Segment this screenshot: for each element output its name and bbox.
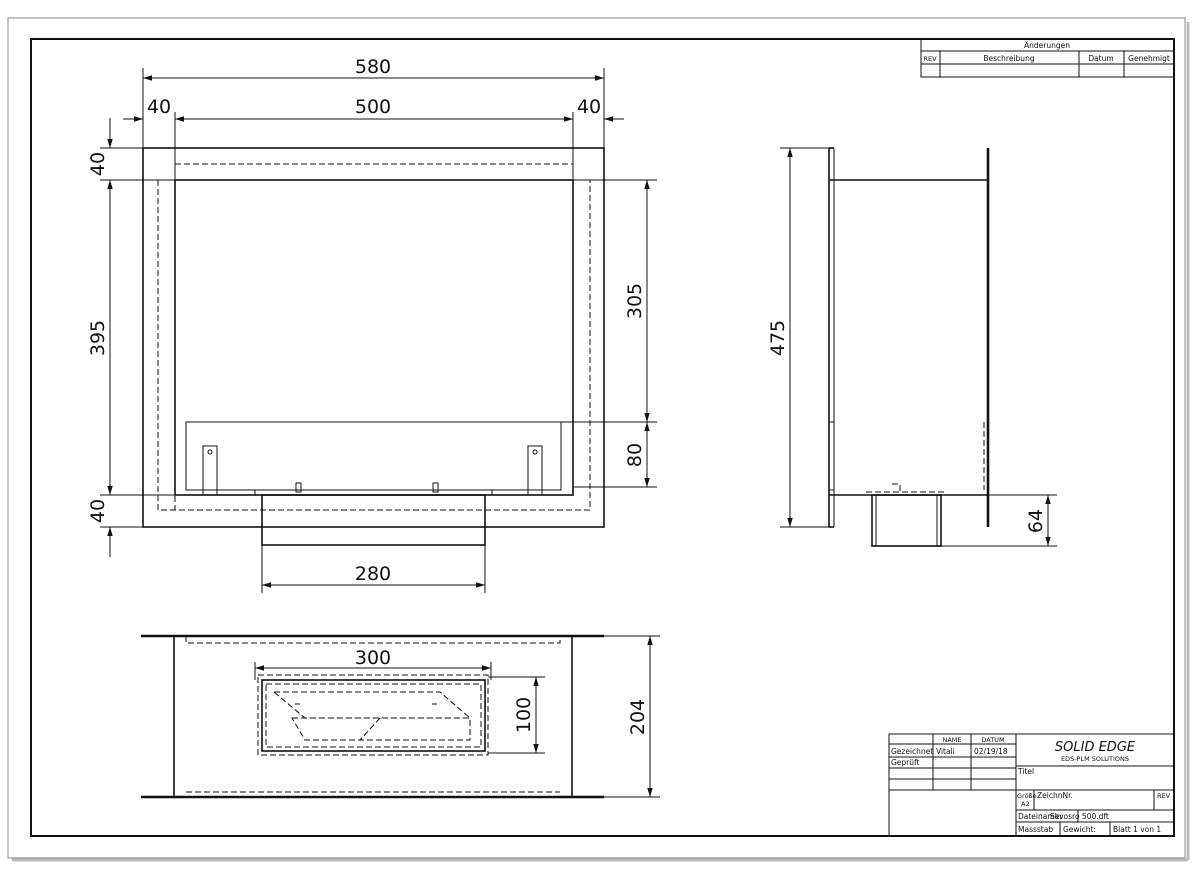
revision-col-date: Datum — [1088, 54, 1113, 63]
top-view-dimensions: 300 100 204 — [254, 635, 660, 798]
dim-top-opening-depth: 100 — [513, 697, 535, 733]
filename-label: Dateiname: — [1018, 812, 1062, 821]
dim-side-height: 475 — [767, 320, 789, 356]
weight-label: Gewicht: — [1063, 825, 1096, 834]
size-label: Größe — [1017, 792, 1037, 800]
side-view-dimensions: 475 64 — [767, 147, 1057, 547]
checked-label: Geprüft — [891, 758, 920, 767]
dim-bottom-margin: 40 — [87, 499, 109, 523]
scale-label: Massstab — [1018, 825, 1053, 834]
drawn-date: 02/19/18 — [974, 747, 1008, 756]
revision-col-description: Beschreibung — [983, 54, 1034, 63]
drawing-number-label: ZeichnNr. — [1037, 791, 1073, 800]
revision-col-rev: REV — [923, 55, 937, 63]
drawn-label: Gezeichnet — [891, 747, 933, 756]
title-label: Titel — [1017, 767, 1034, 776]
side-view — [828, 147, 990, 547]
brand-name: SOLID EDGE — [1055, 740, 1136, 755]
revision-col-approved: Genehmigt — [1128, 54, 1170, 63]
title-block-header-name: NAME — [942, 736, 961, 744]
size-value: A2 — [1021, 800, 1030, 808]
dim-opening-height: 305 — [624, 283, 646, 319]
dim-inner-width: 500 — [355, 96, 391, 118]
title-block: NAME DATUM Gezeichnet Vitali 02/19/18 Ge… — [888, 733, 1175, 837]
filename-value: Skvosro 500.dft — [1050, 812, 1109, 821]
revision-table: Änderungen REV Beschreibung Datum Genehm… — [920, 38, 1175, 78]
dim-burner-height: 80 — [624, 443, 646, 467]
rev-label: REV — [1157, 792, 1171, 800]
dim-top-opening-width: 300 — [355, 647, 391, 669]
drawing-border — [30, 38, 1175, 837]
dim-top-depth: 204 — [627, 699, 649, 735]
dim-front-height: 395 — [87, 320, 109, 356]
dim-duct-depth: 64 — [1025, 509, 1047, 533]
revision-table-title: Änderungen — [1024, 41, 1070, 50]
dim-overall-width: 580 — [355, 56, 391, 78]
dim-left-margin: 40 — [147, 96, 171, 118]
drawn-name: Vitali — [936, 747, 955, 756]
top-view — [141, 634, 604, 799]
dim-duct-width: 280 — [355, 563, 391, 585]
brand-subtitle: EDS-PLM SOLUTIONS — [1061, 755, 1129, 763]
sheet-label: Blatt 1 von 1 — [1113, 825, 1161, 834]
page-outline — [7, 17, 1186, 859]
front-view — [142, 147, 605, 546]
front-view-dimensions: 580 40 500 40 40 395 40 305 80 280 — [87, 56, 657, 593]
dim-top-margin: 40 — [87, 152, 109, 176]
title-block-header-date: DATUM — [981, 736, 1004, 744]
dim-right-margin: 40 — [577, 96, 601, 118]
